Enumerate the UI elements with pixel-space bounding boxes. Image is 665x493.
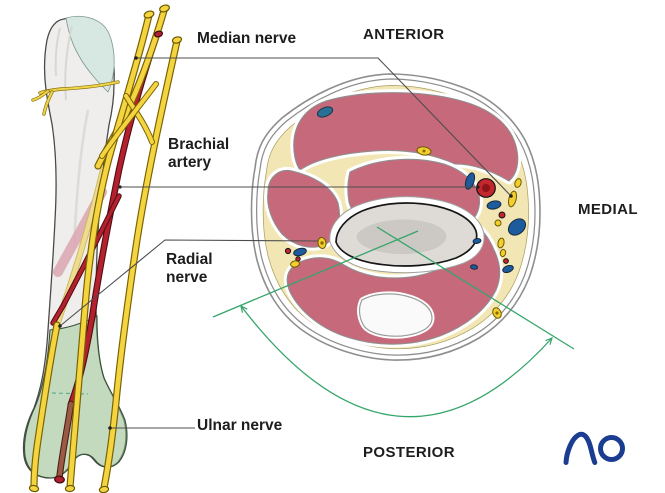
axillary-nerve <box>31 80 120 116</box>
basilic-vein <box>507 218 527 236</box>
nerve-crossing-branches <box>99 81 159 159</box>
cephalic-vein <box>316 106 334 118</box>
leader-lines <box>58 56 513 430</box>
radial-nerve-label: Radial nerve <box>166 251 213 286</box>
angle-line-left <box>212 230 419 318</box>
median-nerve-tube <box>66 11 153 491</box>
radial-nerve-leader <box>59 239 319 327</box>
anterior-label: ANTERIOR <box>363 26 445 43</box>
profunda-brachii-artery <box>50 193 122 326</box>
ao-logo-text: AO <box>565 430 607 462</box>
humeral-head-cartilage <box>65 15 115 93</box>
nerve-end-caps <box>28 4 183 493</box>
angle-arc <box>240 305 553 418</box>
brachial-artery-label: Brachial artery <box>168 136 230 171</box>
ulnar-nerve-tube <box>100 37 181 492</box>
humerus-cross-section <box>329 196 485 274</box>
posterior-label: POSTERIOR <box>363 444 455 461</box>
dashed-level-line <box>51 392 89 395</box>
ulnar-nerve-label: Ulnar nerve <box>197 417 283 434</box>
vessels-and-nerves <box>284 106 527 319</box>
medial-label: MEDIAL <box>578 201 638 218</box>
median-nerve-leader <box>136 57 512 197</box>
humerus-longitudinal-figure <box>22 4 183 493</box>
ao-logo-a <box>563 431 598 465</box>
safe-zone-annotation <box>212 226 575 418</box>
ao-logo <box>563 431 625 465</box>
arm-cross-section <box>250 73 541 361</box>
median-nerve-label: Median nerve <box>197 30 297 47</box>
angle-line-right <box>376 226 575 350</box>
ao-logo-o <box>598 435 625 462</box>
